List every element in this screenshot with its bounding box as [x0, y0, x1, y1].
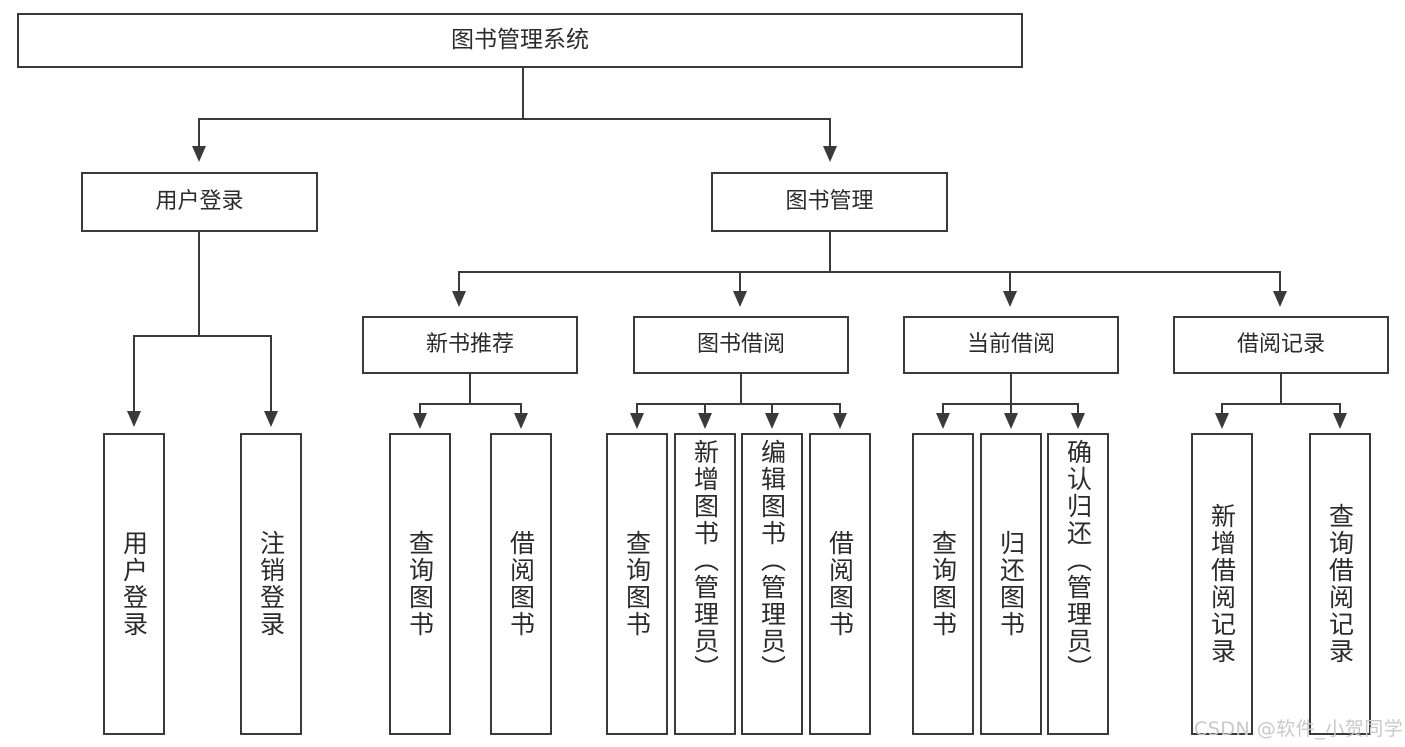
node-new-book-recommend[interactable]: 新书推荐 [362, 316, 578, 374]
arrowhead-leaf-borrowrecord-0 [1215, 413, 1229, 429]
connector-drop-leaf-currentborrow-2 [1077, 403, 1079, 415]
connector-borrow-record-bus [1221, 403, 1341, 405]
node-book-borrow[interactable]: 图书借阅 [633, 316, 849, 374]
connector-user-login-bus [133, 335, 272, 337]
connector-new-book-stem [469, 374, 471, 405]
connector-drop-leaf-currentborrow-0 [942, 403, 944, 415]
node-root-system[interactable]: 图书管理系统 [17, 13, 1023, 68]
connector-user-login-stem [198, 232, 200, 336]
arrowhead-user-login [192, 146, 206, 162]
connector-drop-leaf-currentborrow-1 [1010, 403, 1012, 415]
arrowhead-new-book [452, 291, 466, 307]
leaf-currentborrow-query-book[interactable]: 查询图书 [912, 433, 974, 735]
connector-book-manage-stem [829, 232, 831, 273]
node-label: 编辑图书（管理员） [757, 439, 787, 682]
connector-drop-leaf-bookborrow-0 [636, 403, 638, 415]
leaf-user-login-logout[interactable]: 注销登录 [240, 433, 302, 735]
leaf-newbook-query-book[interactable]: 查询图书 [389, 433, 451, 735]
connector-book-borrow-bus [636, 403, 841, 405]
arrowhead-leaf-bookborrow-2 [765, 413, 779, 429]
connector-root-stem [522, 68, 524, 119]
connector-drop-borrow-record [1279, 271, 1281, 293]
leaf-bookborrow-borrow-book[interactable]: 借阅图书 [809, 433, 871, 735]
connector-drop-user-login [198, 118, 200, 148]
connector-new-book-bus [419, 403, 522, 405]
leaf-user-login-login[interactable]: 用户登录 [103, 433, 165, 735]
node-label: 查询借阅记录 [1325, 503, 1355, 665]
leaf-borrowrecord-add-record[interactable]: 新增借阅记录 [1191, 433, 1253, 735]
connector-drop-leaf-borrowrecord-1 [1339, 403, 1341, 415]
connector-current-borrow-stem [1010, 374, 1012, 405]
connector-drop-book-borrow [739, 271, 741, 293]
connector-drop-leaf-user-login-0 [133, 335, 135, 413]
node-label: 用户登录 [119, 530, 149, 638]
watermark-text: CSDN @软件_小贺同学 [1194, 718, 1404, 740]
node-label: 注销登录 [256, 530, 286, 638]
connector-drop-leaf-bookborrow-3 [839, 403, 841, 415]
connector-level3-bus [458, 271, 1281, 273]
node-label: 查询图书 [928, 530, 958, 638]
arrowhead-leaf-user-login-0 [127, 411, 141, 427]
arrowhead-leaf-bookborrow-1 [698, 413, 712, 429]
node-label: 借阅记录 [1236, 332, 1325, 358]
node-label: 借阅图书 [825, 530, 855, 638]
node-label: 用户登录 [155, 189, 244, 215]
arrowhead-borrow-record [1273, 291, 1287, 307]
node-label: 确认归还（管理员） [1063, 439, 1093, 682]
connector-drop-leaf-bookborrow-2 [771, 403, 773, 415]
connector-drop-leaf-user-login-1 [270, 335, 272, 413]
leaf-bookborrow-edit-book-admin[interactable]: 编辑图书（管理员） [741, 433, 803, 735]
arrowhead-book-manage [823, 146, 837, 162]
leaf-currentborrow-confirm-return-admin[interactable]: 确认归还（管理员） [1047, 433, 1109, 735]
node-label: 归还图书 [996, 530, 1026, 638]
node-label: 新书推荐 [425, 332, 514, 358]
node-label: 图书管理系统 [451, 26, 589, 53]
leaf-bookborrow-query-book[interactable]: 查询图书 [606, 433, 668, 735]
connector-borrow-record-stem [1280, 374, 1282, 405]
arrowhead-leaf-newbook-1 [514, 413, 528, 429]
node-label: 新增图书（管理员） [690, 439, 720, 682]
node-book-manage[interactable]: 图书管理 [711, 172, 948, 232]
arrowhead-current-borrow [1003, 291, 1017, 307]
connector-drop-book-manage [829, 118, 831, 148]
connector-drop-leaf-newbook-0 [419, 403, 421, 415]
arrowhead-book-borrow [733, 291, 747, 307]
connector-drop-new-book [458, 271, 460, 293]
arrowhead-leaf-currentborrow-1 [1004, 413, 1018, 429]
node-label: 图书借阅 [696, 332, 785, 358]
node-label: 新增借阅记录 [1207, 503, 1237, 665]
node-label: 当前借阅 [966, 332, 1055, 358]
node-label: 图书管理 [785, 189, 874, 215]
connector-drop-leaf-borrowrecord-0 [1221, 403, 1223, 415]
leaf-borrowrecord-query-record[interactable]: 查询借阅记录 [1309, 433, 1371, 735]
connector-drop-leaf-newbook-1 [520, 403, 522, 415]
connector-book-borrow-stem [740, 374, 742, 405]
arrowhead-leaf-bookborrow-0 [630, 413, 644, 429]
leaf-currentborrow-return-book[interactable]: 归还图书 [980, 433, 1042, 735]
leaf-bookborrow-add-book-admin[interactable]: 新增图书（管理员） [674, 433, 736, 735]
arrowhead-leaf-currentborrow-2 [1071, 413, 1085, 429]
connector-drop-leaf-bookborrow-1 [704, 403, 706, 415]
node-current-borrow[interactable]: 当前借阅 [903, 316, 1119, 374]
node-user-login[interactable]: 用户登录 [81, 172, 318, 232]
connector-drop-current-borrow [1009, 271, 1011, 293]
node-borrow-record[interactable]: 借阅记录 [1173, 316, 1389, 374]
arrowhead-leaf-bookborrow-3 [833, 413, 847, 429]
arrowhead-leaf-newbook-0 [413, 413, 427, 429]
node-label: 查询图书 [622, 530, 652, 638]
node-label: 查询图书 [405, 530, 435, 638]
connector-level2-bus [198, 118, 831, 120]
arrowhead-leaf-currentborrow-0 [936, 413, 950, 429]
arrowhead-leaf-user-login-1 [264, 411, 278, 427]
arrowhead-leaf-borrowrecord-1 [1333, 413, 1347, 429]
node-label: 借阅图书 [506, 530, 536, 638]
leaf-newbook-borrow-book[interactable]: 借阅图书 [490, 433, 552, 735]
